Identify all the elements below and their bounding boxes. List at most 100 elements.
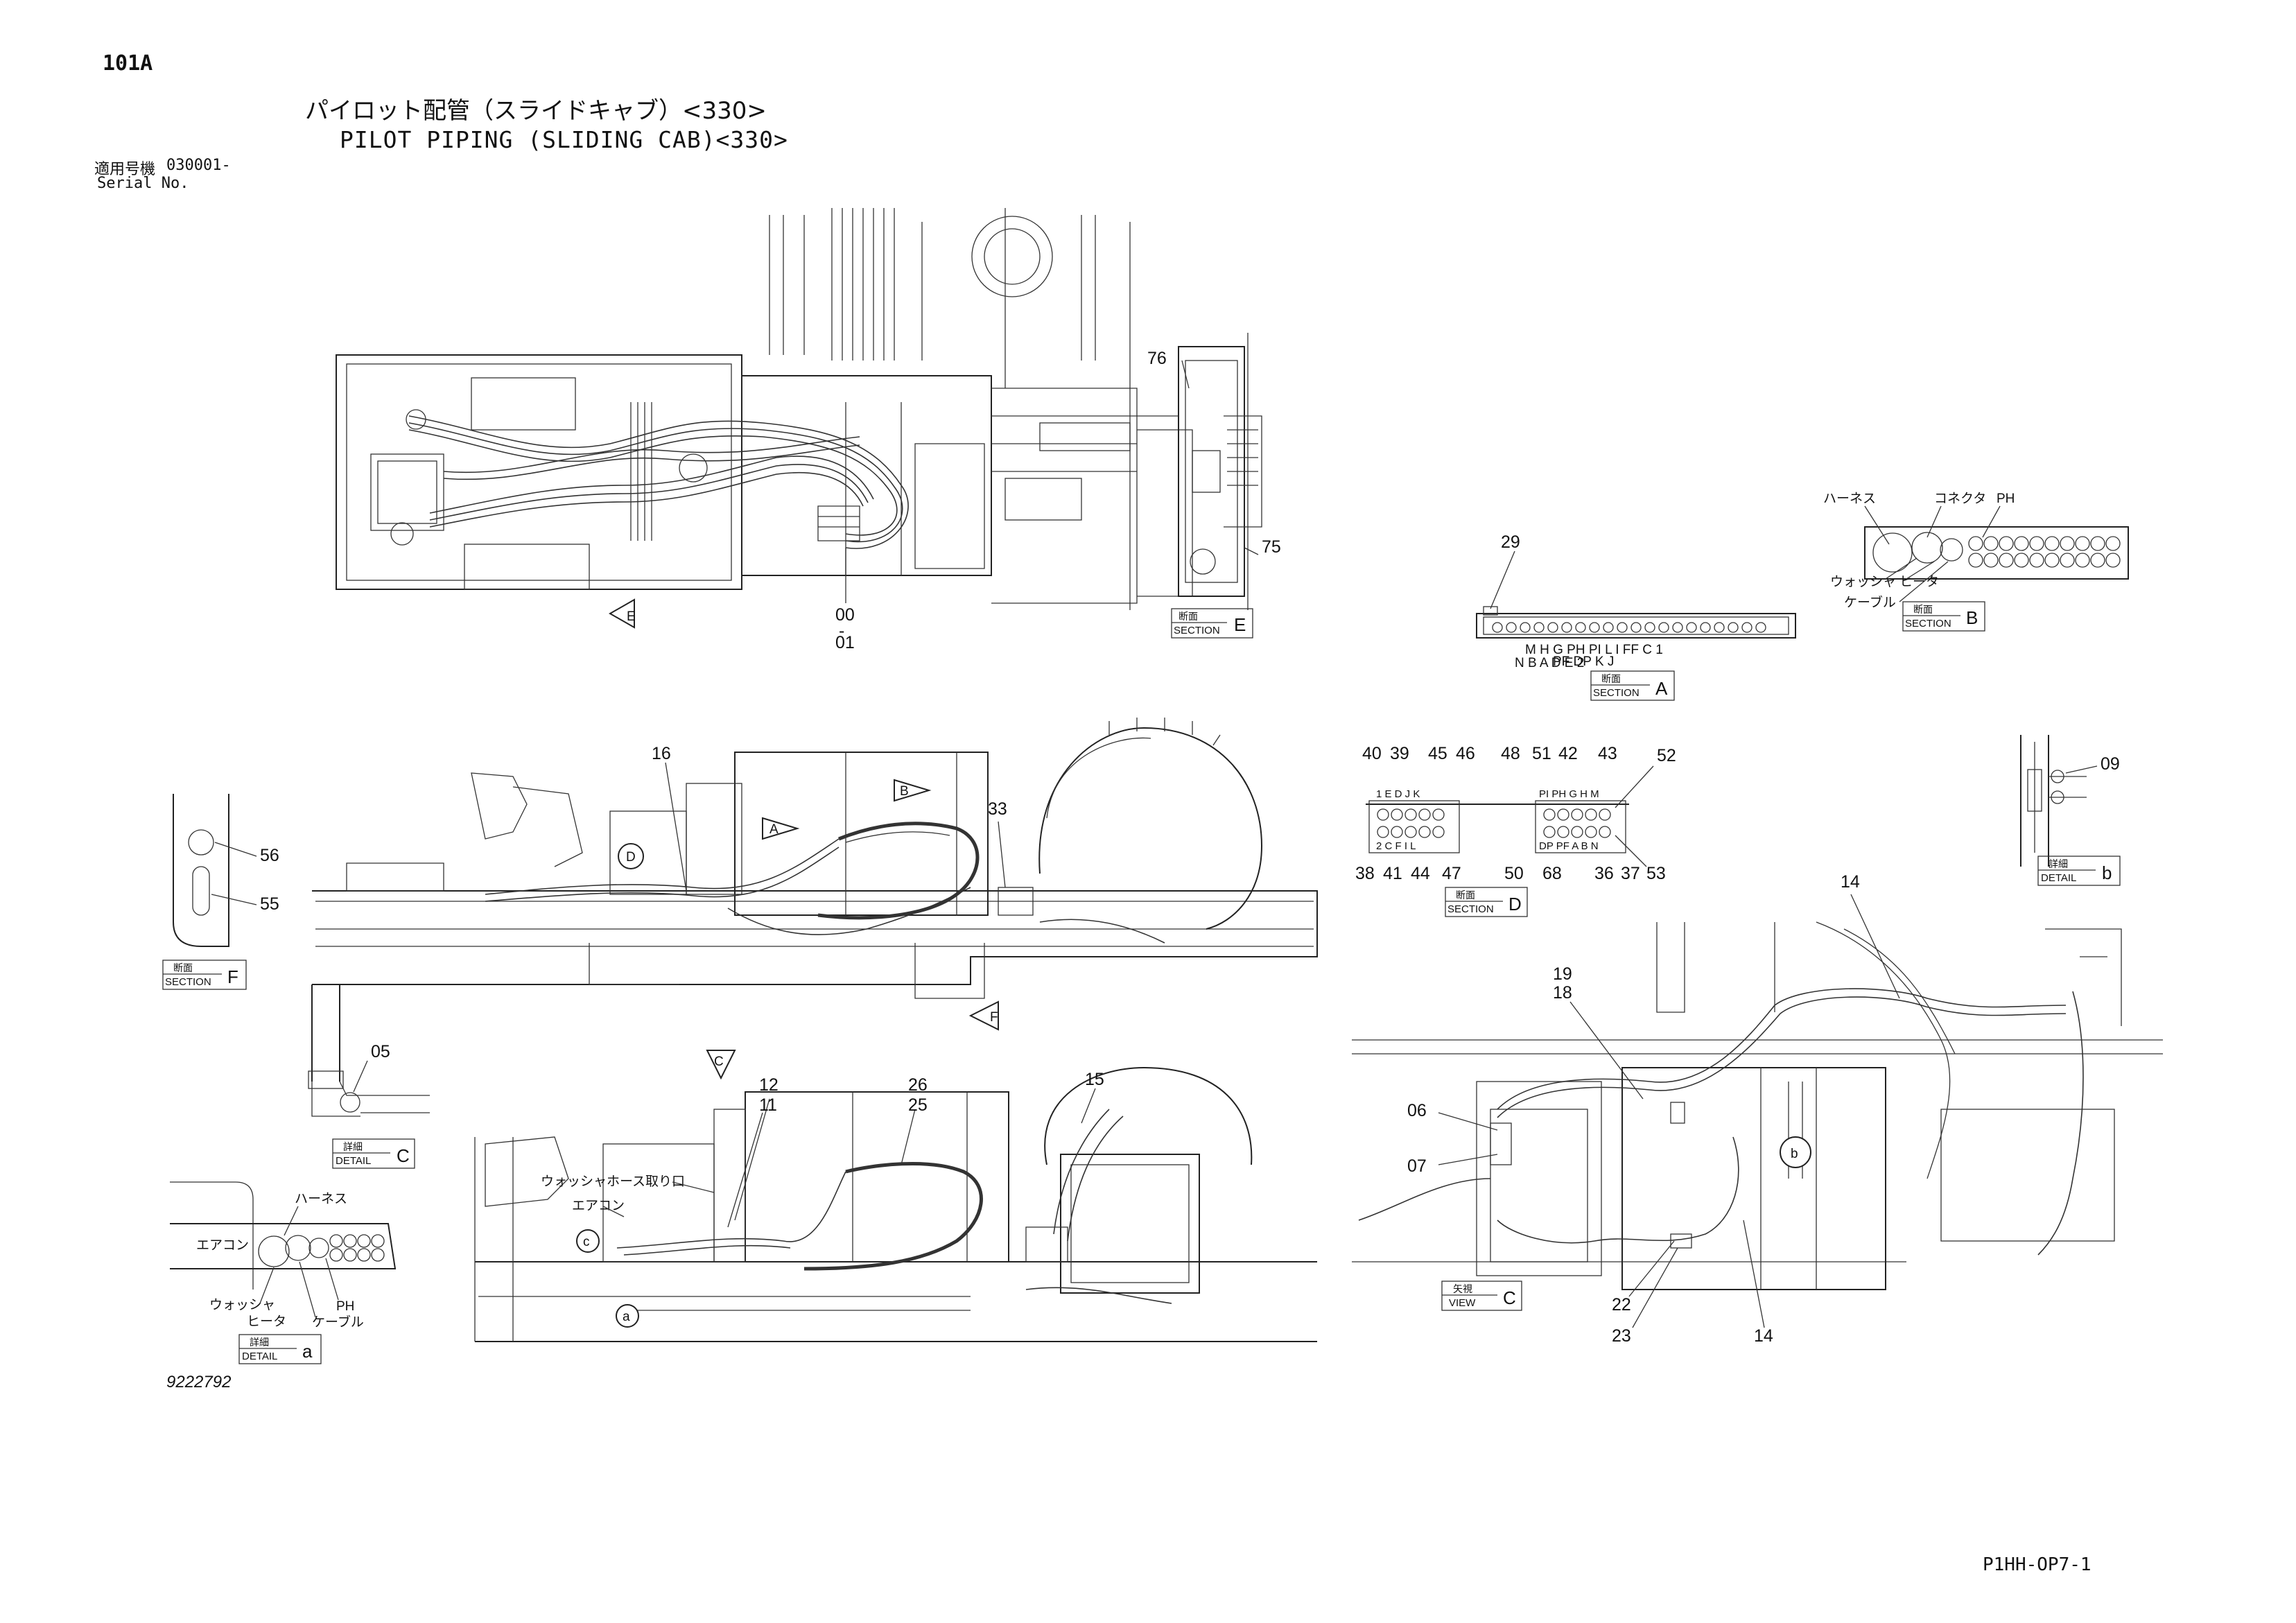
- svg-text:B: B: [1966, 607, 1978, 628]
- section-d-ports-top-left: 1 E D J K: [1376, 788, 1420, 800]
- svg-text:b: b: [2102, 862, 2112, 883]
- section-a-label: 断面 SECTION A: [1590, 670, 1675, 701]
- svg-text:DETAIL: DETAIL: [336, 1155, 371, 1167]
- svg-text:D: D: [1508, 894, 1522, 914]
- svg-text:E: E: [1234, 614, 1246, 635]
- part-number-07: 07: [1407, 1156, 1427, 1176]
- part-number-06: 06: [1407, 1101, 1427, 1120]
- annotation-cable-a: ケーブル: [312, 1314, 364, 1330]
- view-arrow-a-circle: a: [616, 1304, 639, 1328]
- section-a-ports-top: M H G PH PI L I FF C 1: [1525, 643, 1663, 657]
- part-number-14-bottom: 14: [1754, 1326, 1773, 1346]
- svg-text:D: D: [626, 850, 636, 865]
- view-arrow-e: E: [608, 598, 636, 629]
- part-number-52: 52: [1657, 746, 1676, 765]
- part-number-47: 47: [1442, 864, 1461, 883]
- part-number-29: 29: [1501, 532, 1520, 552]
- annotation-heater-a: ヒータ: [247, 1314, 286, 1329]
- part-number-23: 23: [1612, 1326, 1631, 1346]
- svg-text:詳細: 詳細: [2049, 859, 2068, 870]
- svg-text:SECTION: SECTION: [1447, 903, 1494, 915]
- part-number-45: 45: [1428, 744, 1447, 763]
- svg-text:断面: 断面: [1601, 674, 1621, 685]
- section-d-ports-top-right: PI PH G H M: [1539, 788, 1599, 800]
- detail-a-drawing: [170, 1181, 397, 1290]
- svg-text:断面: 断面: [173, 963, 193, 974]
- part-number-44: 44: [1411, 864, 1430, 883]
- svg-text:F: F: [227, 966, 238, 987]
- part-number-11: 11: [759, 1095, 777, 1115]
- part-number-16: 16: [652, 744, 671, 763]
- part-number-37: 37: [1621, 864, 1640, 883]
- view-arrow-f: F: [968, 1000, 999, 1031]
- view-arrow-a: A: [762, 817, 800, 840]
- section-b-label: 断面 SECTION B: [1902, 601, 1985, 632]
- part-number-55: 55: [260, 894, 279, 914]
- section-a-ports-bottom: N B A D E 2: [1515, 656, 1584, 670]
- svg-text:断面: 断面: [1179, 611, 1198, 623]
- svg-text:A: A: [1655, 678, 1668, 699]
- annotation-connector: コネクタ: [1934, 491, 1986, 506]
- annotation-washer-a: ウォッシャ: [209, 1297, 275, 1312]
- svg-text:SECTION: SECTION: [1593, 687, 1640, 699]
- part-number-53: 53: [1646, 864, 1666, 883]
- svg-text:C: C: [714, 1054, 724, 1069]
- serial-label-english: Serial No.: [97, 175, 189, 192]
- section-a-ports-mid: PF DP K J: [1553, 654, 1614, 669]
- detail-b-label: 詳細 DETAIL b: [2037, 856, 2121, 886]
- part-number-19: 19: [1553, 964, 1572, 984]
- part-number-46: 46: [1456, 744, 1475, 763]
- section-a-drawing: [1476, 606, 1796, 639]
- part-number-09: 09: [2101, 754, 2120, 774]
- part-number-39: 39: [1390, 744, 1409, 763]
- detail-c-drawing: [308, 984, 430, 1117]
- view-arrow-b: B: [894, 779, 932, 802]
- section-d-label: 断面 SECTION D: [1445, 887, 1528, 917]
- annotation-ph-a: PH: [336, 1299, 354, 1314]
- section-f-drawing: [173, 794, 229, 947]
- svg-text:断面: 断面: [1913, 605, 1933, 616]
- detail-b-drawing: [2020, 735, 2087, 867]
- view-c-label: 矢視 VIEW C: [1441, 1281, 1522, 1311]
- part-number-14-top: 14: [1841, 872, 1860, 892]
- section-e-drawing: [1137, 333, 1262, 610]
- svg-text:a: a: [623, 1310, 630, 1324]
- part-number-18: 18: [1553, 983, 1572, 1003]
- view-arrow-d: D: [618, 843, 644, 869]
- plan-view-cab-floor: [336, 208, 1193, 610]
- section-d-ports-bottom-right: DP PF A B N: [1539, 840, 1599, 852]
- part-number-75: 75: [1262, 537, 1281, 557]
- svg-text:A: A: [769, 822, 779, 837]
- annotation-ph-b: PH: [1997, 492, 2015, 506]
- section-d-drawing: [1366, 800, 1629, 853]
- title-japanese: パイロット配管（スライドキャブ）<330>: [305, 97, 767, 125]
- svg-text:DETAIL: DETAIL: [242, 1351, 277, 1362]
- annotation-aircon-a: エアコン: [196, 1238, 249, 1253]
- view-arrow-b-circle: b: [1780, 1136, 1811, 1168]
- annotation-heater-b: ヒータ: [1899, 574, 1939, 589]
- part-number-76: 76: [1147, 349, 1167, 368]
- svg-text:SECTION: SECTION: [1174, 625, 1220, 636]
- annotation-harness-b: ハーネス: [1823, 491, 1876, 506]
- page-code: 101A: [103, 51, 153, 76]
- part-number-00: 00: [835, 605, 855, 625]
- part-number-26: 26: [908, 1075, 928, 1095]
- part-number-50: 50: [1504, 864, 1524, 883]
- sheet-code: P1HH-OP7-1: [1983, 1554, 2091, 1575]
- serial-value: 030001-: [166, 157, 231, 174]
- part-number-36: 36: [1594, 864, 1614, 883]
- section-d-ports-bottom-left: 2 C F I L: [1376, 840, 1416, 852]
- annotation-aircon: エアコン: [572, 1198, 625, 1213]
- svg-text:SECTION: SECTION: [165, 976, 211, 988]
- svg-text:B: B: [900, 784, 909, 799]
- annotation-harness-a: ハーネス: [295, 1191, 347, 1206]
- view-arrow-c-triangle: C: [706, 1050, 736, 1080]
- svg-text:詳細: 詳細: [343, 1142, 363, 1153]
- section-f-label: 断面 SECTION F: [162, 960, 247, 990]
- svg-text:F: F: [990, 1010, 998, 1025]
- svg-text:DETAIL: DETAIL: [2041, 872, 2076, 884]
- part-number-25: 25: [908, 1095, 928, 1115]
- detail-a-label: 詳細 DETAIL a: [238, 1334, 322, 1364]
- part-number-68: 68: [1542, 864, 1562, 883]
- annotation-washer-hose-outlet: ウォッシャホース取り口: [541, 1174, 685, 1189]
